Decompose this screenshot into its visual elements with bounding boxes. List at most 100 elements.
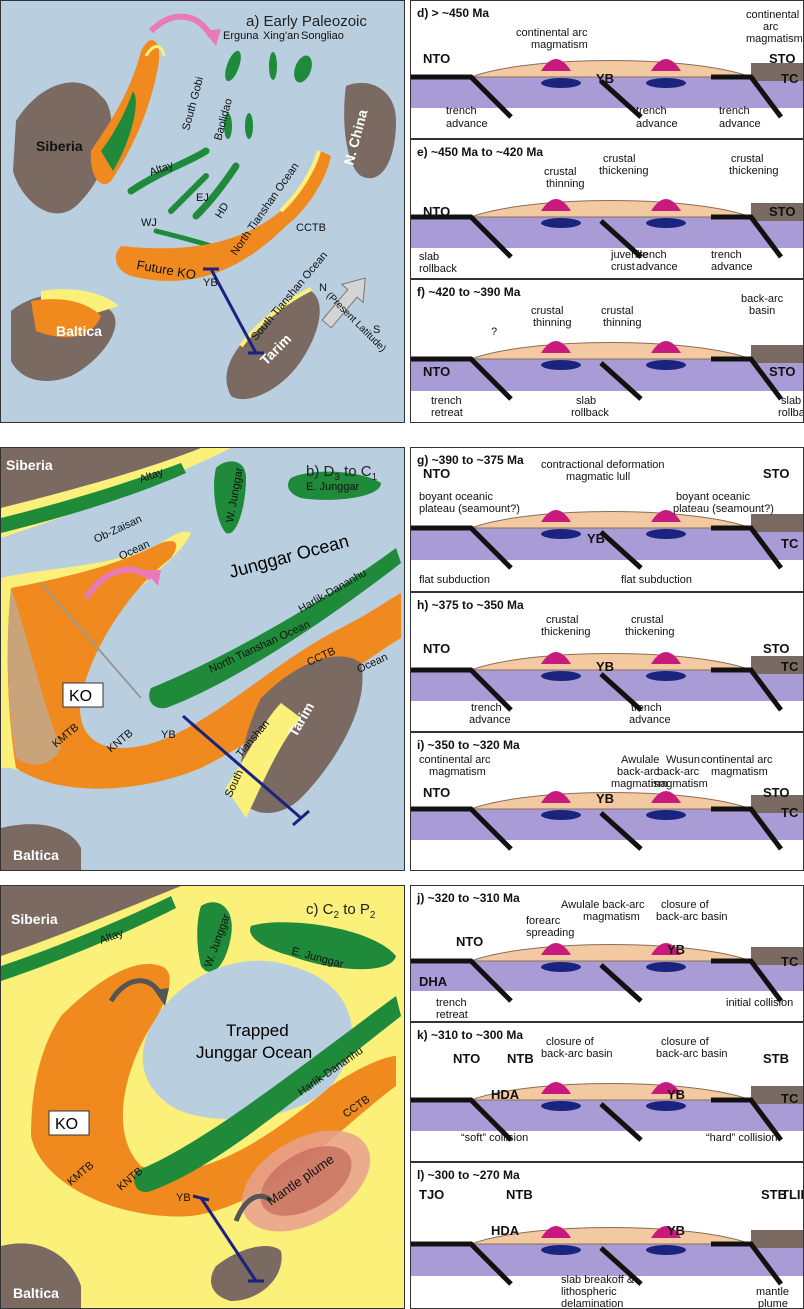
section-l-label-3: YB bbox=[667, 1223, 685, 1238]
tc-block bbox=[751, 795, 803, 813]
section-f-label-4: thinning bbox=[533, 317, 572, 329]
label-junggar-ocean-c: Junggar Ocean bbox=[196, 1043, 312, 1062]
section-k-label-11: “hard” collision bbox=[706, 1132, 778, 1144]
tc-block bbox=[751, 203, 803, 221]
section-e-label-7: thickening bbox=[729, 165, 779, 177]
section-i-label-1: YB bbox=[596, 791, 614, 806]
mantle-layer bbox=[411, 961, 803, 991]
harlik-belt-c bbox=[134, 996, 401, 1192]
slab-left bbox=[411, 214, 513, 259]
section-e-label-9: rollback bbox=[419, 263, 457, 275]
magma-right bbox=[651, 199, 681, 211]
section-f-label-9: trench bbox=[431, 395, 462, 407]
section-f-label-2: ? bbox=[491, 326, 497, 338]
section-j-label-1: DHA bbox=[419, 974, 448, 989]
slab-mid bbox=[599, 811, 643, 851]
slab-right bbox=[711, 525, 783, 570]
section-h-label-8: trench bbox=[471, 702, 502, 714]
altay-belt-c bbox=[1, 896, 176, 981]
section-title-g: g) ~390 to ~375 Ma bbox=[417, 453, 524, 467]
magma-right bbox=[651, 652, 681, 664]
ej-belt bbox=[168, 173, 209, 214]
siberia-block-b bbox=[1, 448, 201, 508]
map-c-title: c) C2 to P2 bbox=[306, 901, 376, 921]
map-a-title: a) Early Paleozoic bbox=[246, 13, 367, 30]
section-l-label-7: lithospheric bbox=[561, 1286, 617, 1298]
section-line-a bbox=[209, 268, 258, 354]
tc-block bbox=[751, 1086, 803, 1104]
section-f-label-5: crustal bbox=[601, 305, 633, 317]
underplate-right bbox=[646, 218, 686, 228]
section-line-b bbox=[190, 721, 302, 820]
underplate-right bbox=[646, 78, 686, 88]
section-h-label-6: crustal bbox=[631, 614, 663, 626]
section-d-label-10: advance bbox=[446, 118, 488, 130]
section-d-label-14: advance bbox=[719, 118, 761, 130]
section-f-label-8: basin bbox=[749, 305, 775, 317]
section-l-label-0: TJO bbox=[419, 1187, 444, 1202]
magma-left bbox=[541, 510, 571, 522]
songliao-block bbox=[294, 55, 312, 83]
section-panel-l: l) ~300 to ~270 MaTJONTBHDAYBSTBTLIPslab… bbox=[410, 1162, 804, 1309]
section-f-label-11: slab bbox=[576, 395, 596, 407]
xingan-block bbox=[269, 52, 277, 80]
section-d-label-13: trench bbox=[719, 105, 750, 117]
section-e-label-5: thickening bbox=[599, 165, 649, 177]
section-d-label-3: TC bbox=[781, 71, 799, 86]
section-g-label-4: boyant oceanic bbox=[419, 491, 493, 503]
label-xingan: Xing'an bbox=[263, 30, 299, 42]
magma-left bbox=[541, 943, 571, 955]
label-baltica: Baltica bbox=[56, 323, 102, 339]
section-g-label-8: boyant oceanic bbox=[676, 491, 750, 503]
section-title-h: h) ~375 to ~350 Ma bbox=[417, 598, 524, 612]
section-l-label-4: STB bbox=[761, 1187, 787, 1202]
slab-mid bbox=[599, 219, 643, 259]
section-h-label-11: advance bbox=[629, 714, 671, 726]
baltica-orange bbox=[31, 299, 101, 338]
magma-left bbox=[541, 1226, 571, 1238]
section-e-label-12: trench bbox=[636, 249, 667, 261]
crust-body bbox=[470, 792, 752, 810]
section-k-label-3: YB bbox=[667, 1087, 685, 1102]
crust-body bbox=[470, 511, 752, 529]
slab-mid bbox=[599, 963, 643, 1003]
magma-right bbox=[651, 791, 681, 803]
section-f-label-10: retreat bbox=[431, 407, 463, 419]
magma-left bbox=[541, 59, 571, 71]
label-ko-c: KO bbox=[55, 1116, 78, 1133]
section-f-label-13: slab bbox=[781, 395, 801, 407]
map-panel-a: a) Early Paleozoic Siberia Erguna Xing'a… bbox=[0, 0, 405, 423]
section-j-label-9: back-arc basin bbox=[656, 911, 728, 923]
tc-block bbox=[751, 947, 803, 965]
section-title-k: k) ~310 to ~300 Ma bbox=[417, 1028, 523, 1042]
section-i-label-5: magmatism bbox=[429, 766, 486, 778]
siberia-block-c bbox=[1, 886, 181, 956]
section-e-label-11: crust bbox=[611, 261, 635, 273]
section-h-label-2: STO bbox=[763, 641, 790, 656]
baltica-block-c bbox=[1, 1243, 81, 1308]
underplate-left bbox=[541, 529, 581, 539]
slab-left bbox=[411, 1097, 513, 1142]
section-g-label-9: plateau (seamount?) bbox=[673, 503, 774, 515]
ko-label-box-c bbox=[48, 1110, 90, 1136]
section-k-label-6: closure of bbox=[546, 1036, 595, 1048]
magma-left bbox=[541, 341, 571, 353]
section-k-label-4: STB bbox=[763, 1051, 789, 1066]
section-h-label-3: TC bbox=[781, 659, 799, 674]
mantle-layer bbox=[411, 670, 803, 701]
latitude-arrow-icon bbox=[321, 277, 366, 329]
label-e-junggar-b: E. Junggar bbox=[306, 481, 360, 493]
crust-body bbox=[470, 1227, 752, 1245]
tc-block bbox=[751, 63, 803, 81]
tarim-yellow-b bbox=[226, 703, 301, 818]
section-i-label-0: NTO bbox=[423, 785, 450, 800]
section-f-label-14: rollback bbox=[778, 407, 804, 419]
section-d-label-1: YB bbox=[596, 71, 614, 86]
section-i-label-3: TC bbox=[781, 805, 799, 820]
slab-left bbox=[411, 958, 513, 1003]
section-i-label-12: continental arc bbox=[701, 754, 773, 766]
underplate-left bbox=[541, 962, 581, 972]
mantle-layer bbox=[411, 809, 803, 840]
